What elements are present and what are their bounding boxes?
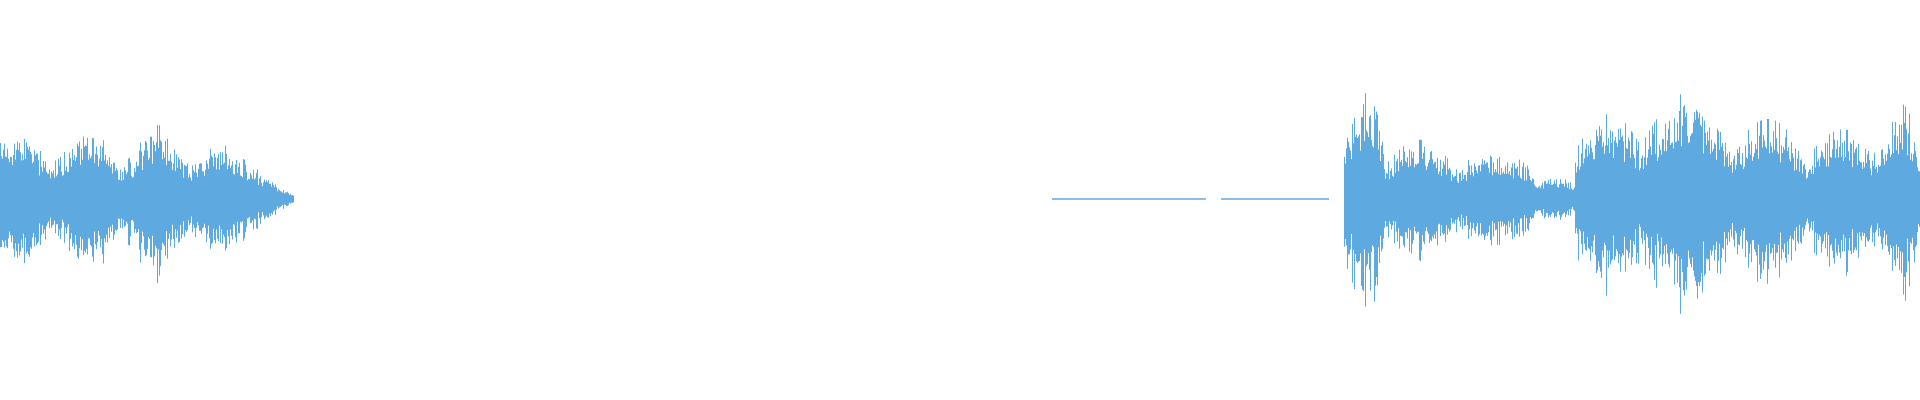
waveform-segment-clip-4 <box>1344 93 1920 314</box>
waveform-bars <box>0 93 1920 314</box>
waveform-segment-clip-1 <box>0 125 294 284</box>
waveform-trace <box>0 125 294 284</box>
waveform-trace <box>1344 93 1920 314</box>
